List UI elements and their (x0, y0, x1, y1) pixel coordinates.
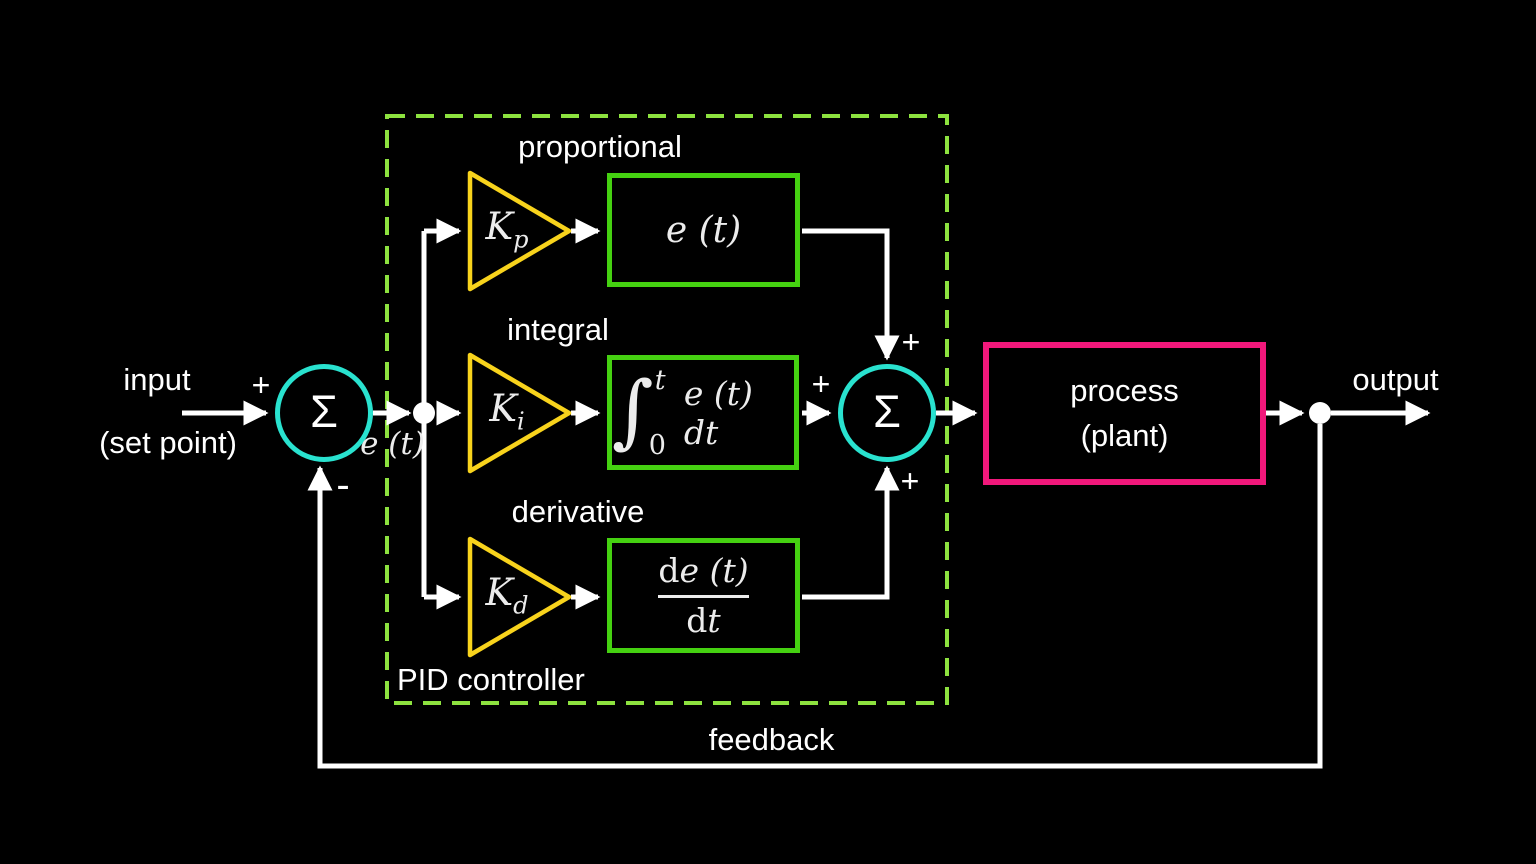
integrand: e (t) dt (683, 373, 753, 452)
sigma-symbol: Σ (310, 385, 338, 437)
d-operator: d (658, 551, 680, 590)
setpoint-label: (set point) (99, 425, 237, 460)
proportional-title: proportional (518, 129, 682, 164)
gain-triangle-kp (467, 170, 572, 292)
junction-dot-output (1309, 402, 1331, 424)
wire-feedback-path (307, 424, 1323, 769)
wire-proportional-to-sum2 (802, 228, 900, 361)
summing-junction-error: Σ (275, 364, 373, 462)
error-signal-label: e (t) (360, 426, 425, 462)
junction-dot-error (413, 402, 435, 424)
integral-formula: ∫ t 0 e (t) dt (612, 365, 794, 461)
wire-derivative-to-sum2 (802, 465, 900, 600)
derivative-block: de (t) dt (607, 538, 800, 653)
d-operator: d (686, 601, 708, 640)
gain-triangle-kd (467, 536, 572, 658)
integral-block: ∫ t 0 e (t) dt (607, 355, 799, 470)
gain-base: K (485, 571, 514, 614)
derivative-numerator: de (t) (658, 551, 748, 590)
plus-sign-derivative: + (900, 463, 920, 499)
derivative-formula: de (t) dt (658, 551, 749, 640)
gain-base: K (485, 205, 514, 248)
summing-junction-pid: Σ (838, 364, 936, 462)
plus-sign-integral: + (811, 366, 831, 402)
proportional-block: e (t) (607, 173, 800, 287)
numerator-function: e (t) (679, 551, 749, 590)
integral-title: integral (507, 312, 609, 347)
gain-subscript: i (516, 407, 525, 436)
denominator-variable: t (707, 601, 721, 640)
gain-label-kp: Kp (467, 205, 547, 251)
derivative-title: derivative (511, 494, 645, 529)
pid-controller-dashed-box (385, 114, 949, 705)
derivative-denominator: dt (686, 601, 720, 640)
gain-label-ki: Ki (467, 387, 547, 433)
fraction-bar (658, 595, 749, 598)
integral-sign: ∫ (612, 363, 654, 457)
gain-base: K (489, 387, 517, 430)
integral-upper-limit: t (654, 364, 666, 396)
gain-subscript: d (513, 591, 529, 620)
process-label-line2: (plant) (1080, 417, 1169, 453)
integral-lower-limit: 0 (648, 429, 666, 461)
plus-sign-proportional: + (901, 324, 921, 360)
proportional-formula: e (t) (665, 209, 742, 251)
input-label: input (123, 362, 191, 397)
gain-label-kd: Kd (467, 571, 547, 617)
pid-controller-label: PID controller (397, 662, 585, 697)
integral-limits: t 0 (649, 364, 672, 461)
gain-triangle-ki (467, 352, 572, 474)
plus-sign-input: + (251, 367, 271, 403)
feedback-label: feedback (708, 722, 835, 757)
process-label-line1: process (1070, 372, 1179, 408)
output-label: output (1352, 362, 1439, 397)
process-plant-block: process (plant) (983, 342, 1266, 485)
gain-subscript: p (513, 225, 529, 254)
sigma-symbol: Σ (873, 385, 901, 437)
minus-sign-feedback: - (336, 463, 350, 507)
